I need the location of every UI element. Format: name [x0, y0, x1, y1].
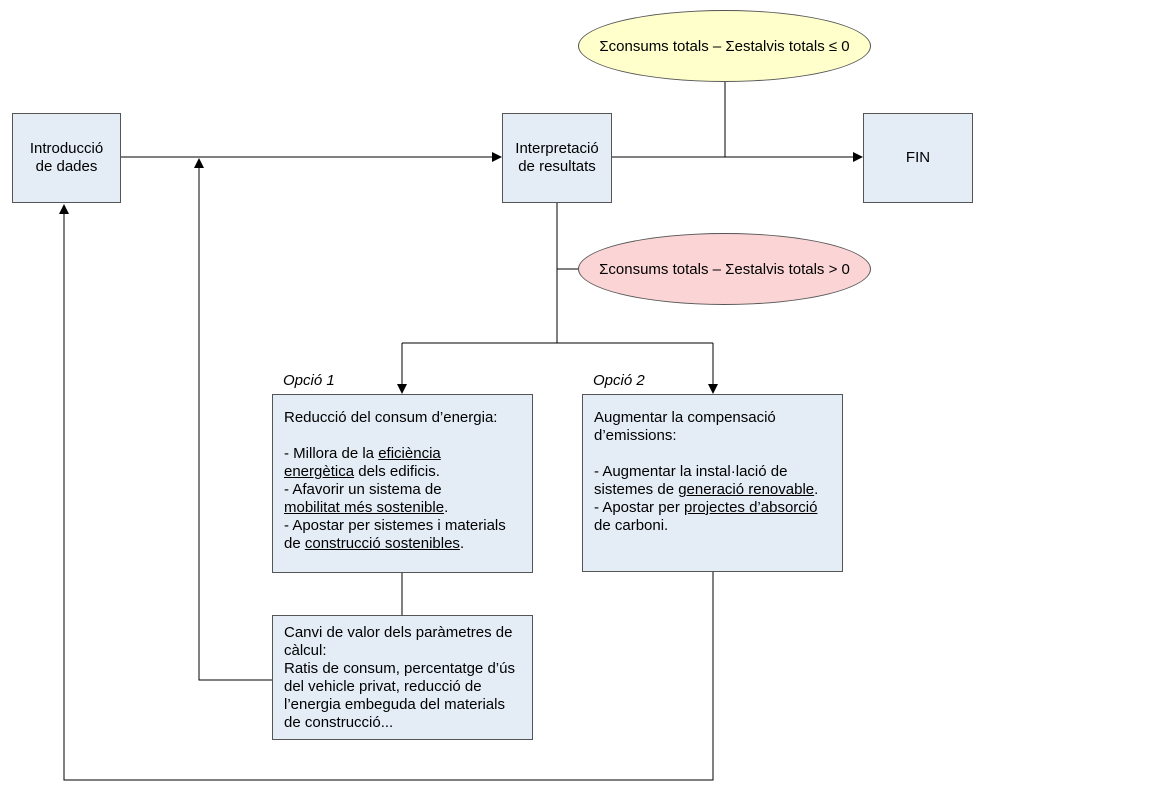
option1-label: Opció 1 — [283, 372, 335, 389]
condition-gt-ellipse: Σconsums totals – Σestalvis totals > 0 — [578, 233, 871, 305]
arrow-params-loop — [194, 158, 272, 681]
arrow-option2-loop — [59, 204, 714, 781]
option1-box: Reducció del consum d’energia: - Millora… — [272, 394, 533, 573]
option2-item2-pre: - Apostar per — [594, 499, 685, 516]
interp-node: Interpretació de resultats — [502, 113, 612, 203]
option2-item1-post: . — [814, 481, 819, 498]
option1-item3-link: construcció sostenibles — [304, 535, 460, 552]
option2-item2-link: projectes d’absorció — [684, 499, 818, 516]
option2-item1-link: generació renovable — [678, 481, 815, 498]
option1-item2-post: . — [444, 499, 449, 516]
fin-node-label: FIN — [905, 149, 931, 166]
params-box: Canvi de valor dels paràmetres de càlcul… — [272, 615, 533, 740]
option1-item1-post: dels edificis. — [354, 463, 440, 480]
interp-node-label: Interpretació de resultats — [515, 140, 599, 175]
condition-le-ellipse: Σconsums totals – Σestalvis totals ≤ 0 — [578, 10, 871, 82]
option1-item3-post: . — [459, 535, 465, 552]
option1-item1-link: eficiència — [378, 445, 441, 462]
option1-title: Reducció del consum d’energia: — [284, 409, 498, 426]
intro-node-label: Introducció de dades — [29, 140, 104, 175]
fin-node: FIN — [863, 113, 973, 203]
condition-gt-label: Σconsums totals – Σestalvis totals > 0 — [599, 260, 850, 278]
condition-le-label: Σconsums totals – Σestalvis totals ≤ 0 — [599, 37, 850, 55]
option1-item1-pre: - Millora de la — [284, 445, 379, 462]
option1-item2-link: mobilitat més sostenible — [284, 499, 445, 516]
option1-item1-link-cont: energètica — [284, 463, 355, 480]
params-title: Canvi de valor dels paràmetres de càlcul… — [284, 624, 513, 659]
option1-item2-pre: - Afavorir un sistema de — [284, 481, 442, 498]
option2-label: Opció 2 — [593, 372, 645, 389]
intro-node: Introducció de dades — [12, 113, 121, 203]
option2-box: Augmentar la compensació d’emissions: - … — [582, 394, 843, 572]
params-body: Ratis de consum, percentatge d’ús del ve… — [284, 660, 515, 731]
